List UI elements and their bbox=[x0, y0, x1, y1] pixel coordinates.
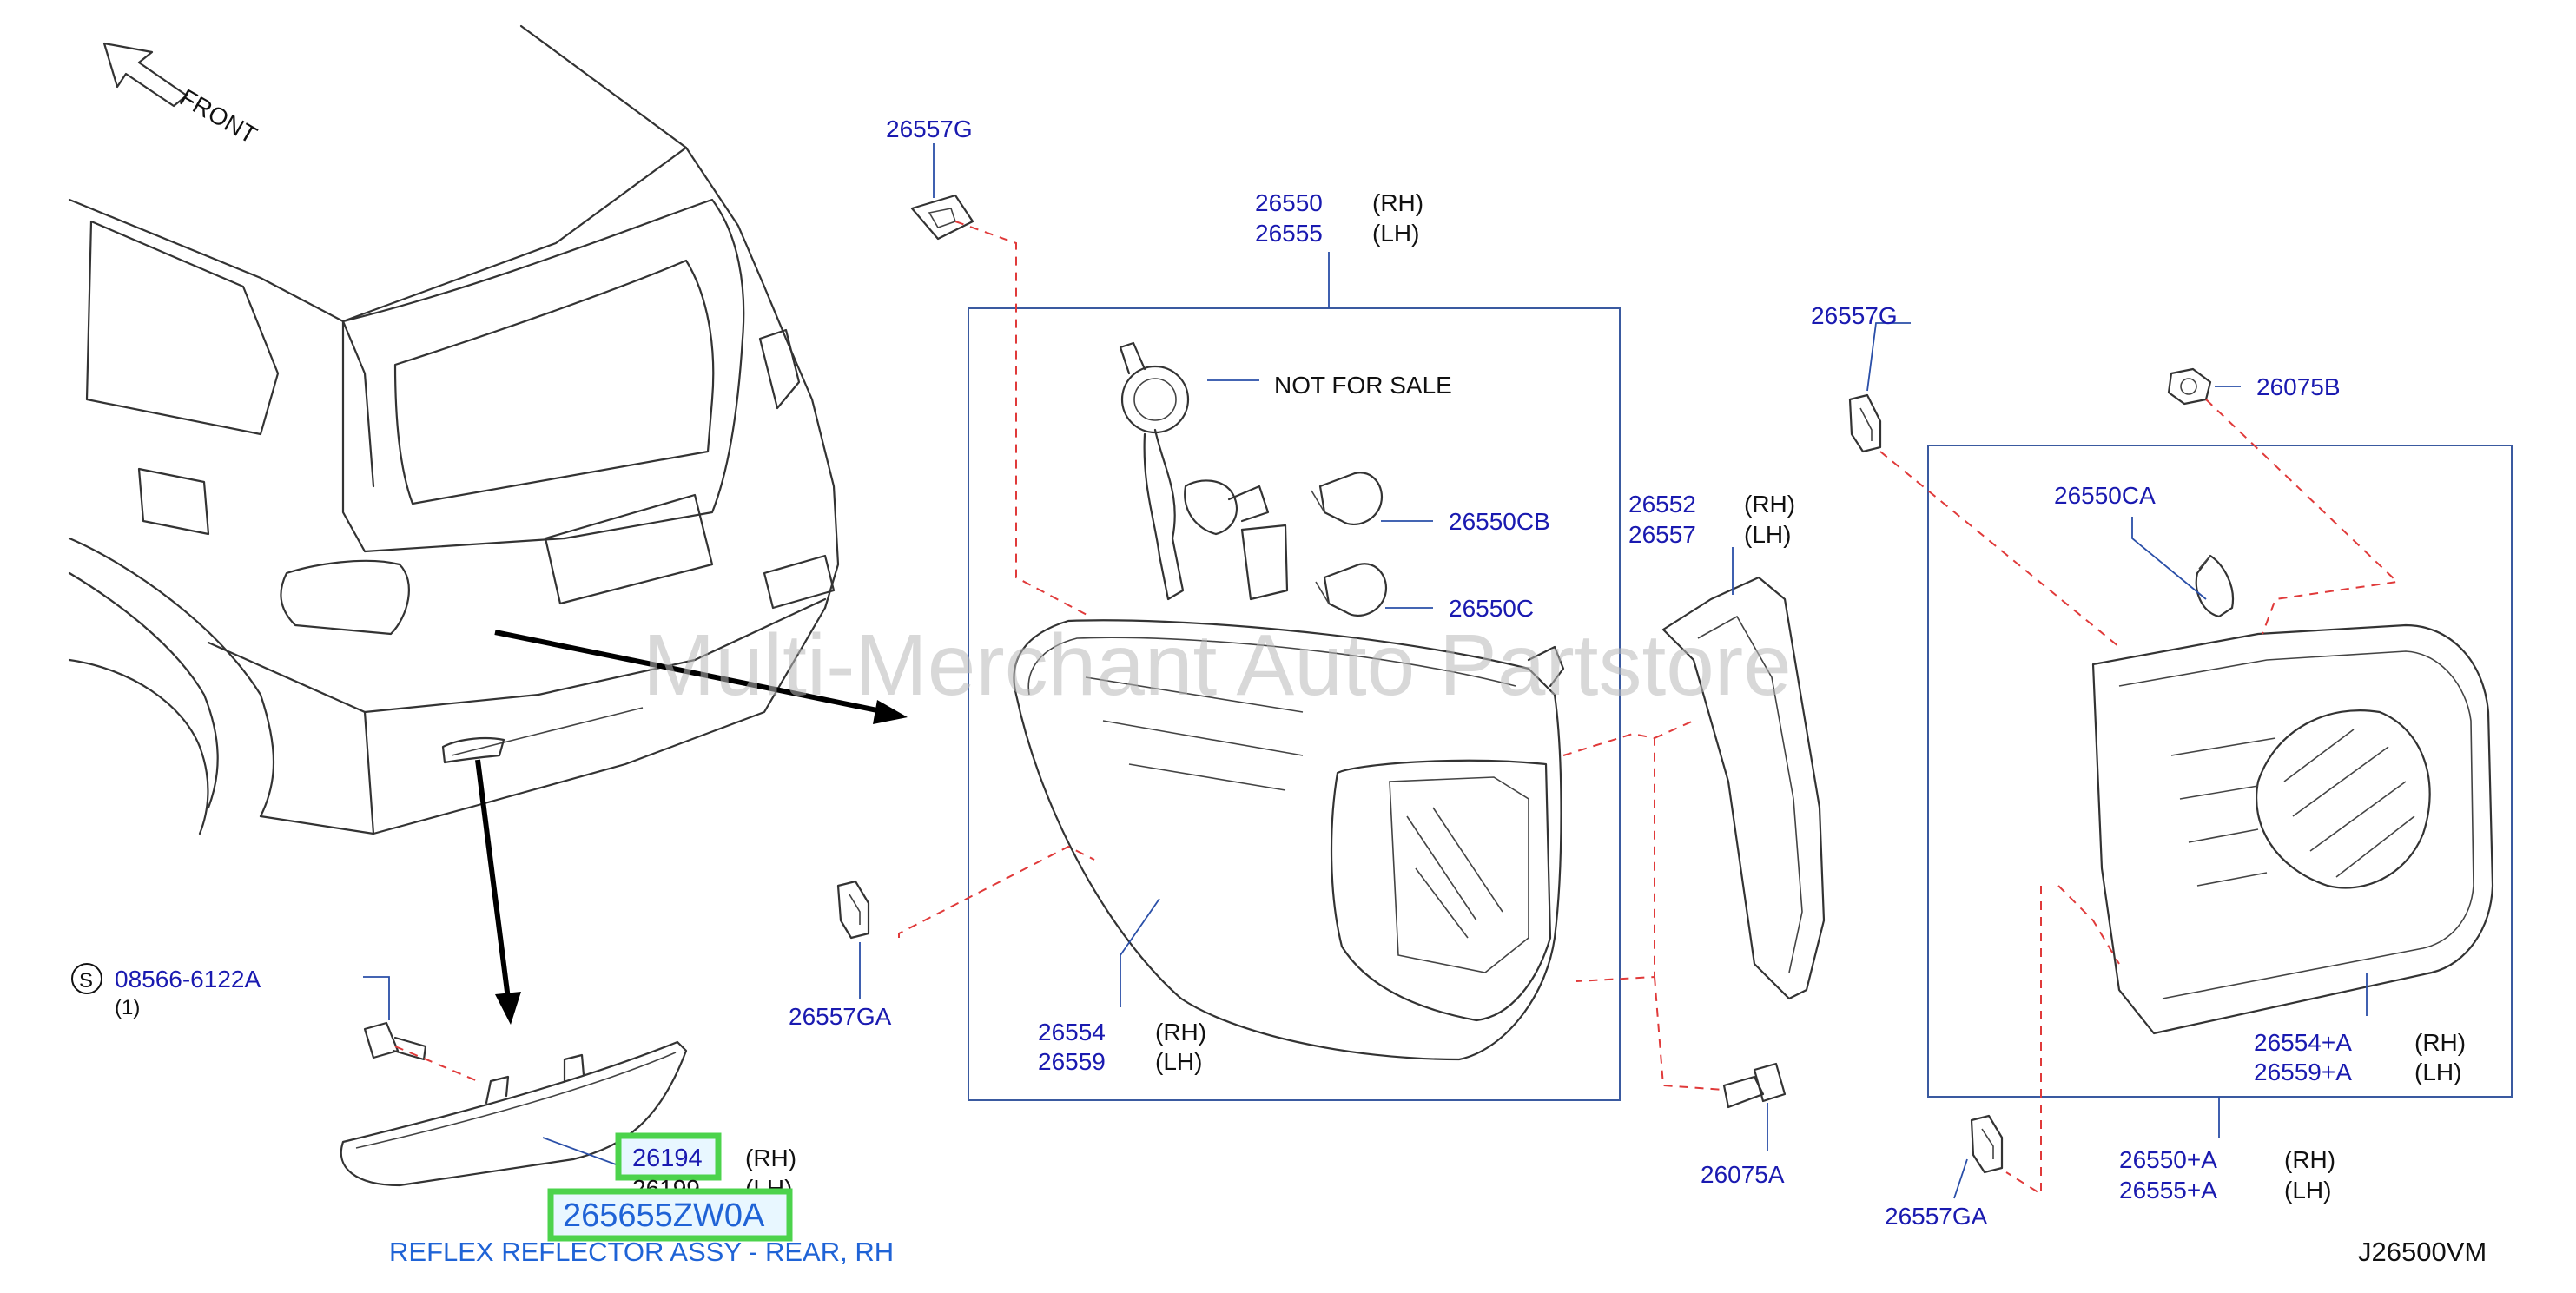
callout-26559A-lh: (LH) bbox=[2414, 1059, 2461, 1085]
highlighted-part-number[interactable]: 265655ZW0A bbox=[563, 1197, 765, 1234]
outer-lamp-group-box bbox=[968, 307, 1621, 1101]
clip-26075A[interactable] bbox=[1722, 1062, 1787, 1109]
bulb-26550C[interactable] bbox=[1315, 563, 1388, 617]
diagram-code: J26500VM bbox=[2358, 1237, 2487, 1267]
callout-26550A[interactable]: 26550+A bbox=[2119, 1146, 2217, 1173]
outer-rear-combination-lamp[interactable] bbox=[1013, 619, 1565, 1061]
grommet-26557GA-bottom[interactable] bbox=[1970, 1114, 2004, 1174]
callout-26557-lh: (LH) bbox=[1744, 521, 1791, 548]
callout-26550CB[interactable]: 26550CB bbox=[1449, 508, 1550, 535]
watermark: Multi-Merchant Auto Partstore bbox=[643, 617, 1792, 714]
bulb-26550CB[interactable] bbox=[1311, 472, 1384, 525]
bolt-symbol-circle-icon bbox=[71, 963, 102, 994]
callout-26557GA-left[interactable]: 26557GA bbox=[789, 1003, 892, 1030]
callout-26550A-rh: (RH) bbox=[2284, 1146, 2335, 1173]
callout-26194-rh: (RH) bbox=[745, 1145, 796, 1171]
callout-26555A[interactable]: 26555+A bbox=[2119, 1177, 2217, 1204]
inner-lamp-group-box bbox=[1927, 445, 2513, 1098]
callout-26557G-mid[interactable]: 26557G bbox=[1811, 302, 1898, 329]
callout-08566-6122A[interactable]: 08566-6122A bbox=[115, 966, 261, 993]
highlight-box-26194 bbox=[615, 1132, 722, 1181]
reflex-reflector-26194[interactable] bbox=[340, 1040, 688, 1187]
callout-26554A[interactable]: 26554+A bbox=[2254, 1029, 2352, 1056]
callout-26554-rh: (RH) bbox=[1155, 1019, 1206, 1046]
callout-26552[interactable]: 26552 bbox=[1628, 491, 1696, 518]
highlight-box-part-number bbox=[547, 1188, 793, 1242]
part-description: REFLEX REFLECTOR ASSY - REAR, RH bbox=[389, 1237, 894, 1267]
front-direction-indicator: FRONT bbox=[102, 42, 261, 148]
callout-26550CA[interactable]: 26550CA bbox=[2054, 482, 2156, 509]
callout-26554[interactable]: 26554 bbox=[1038, 1019, 1106, 1046]
callout-labels: 26557G 26550 (RH) 26555 (LH) NOT FOR SAL… bbox=[71, 115, 2487, 1267]
bolt-symbol: S bbox=[79, 969, 93, 993]
nut-26075B[interactable] bbox=[2167, 367, 2212, 406]
front-label: FRONT bbox=[175, 83, 261, 148]
callout-26557[interactable]: 26557 bbox=[1628, 521, 1696, 548]
bulb-26550CA[interactable] bbox=[2195, 554, 2235, 618]
screw-08566-6122A[interactable] bbox=[363, 1021, 427, 1061]
not-for-sale-label: NOT FOR SALE bbox=[1274, 372, 1452, 399]
grommet-26557G-mid[interactable] bbox=[1848, 393, 1882, 453]
front-arrow-icon bbox=[102, 42, 188, 108]
callout-bolt-qty: (1) bbox=[115, 996, 140, 1019]
callout-26559[interactable]: 26559 bbox=[1038, 1048, 1106, 1075]
leader-lines bbox=[363, 143, 2368, 1199]
assembly-dash-lines bbox=[394, 221, 2400, 1196]
grommet-26557GA-left[interactable] bbox=[836, 880, 870, 940]
callout-arrows bbox=[475, 630, 908, 1025]
callout-26555[interactable]: 26555 bbox=[1255, 220, 1323, 247]
vehicle-rear-drawing bbox=[68, 24, 840, 835]
callout-26557GA-bottom[interactable]: 26557GA bbox=[1885, 1203, 1988, 1230]
callout-26550C[interactable]: 26550C bbox=[1449, 595, 1534, 622]
callout-26194[interactable]: 26194 bbox=[632, 1145, 703, 1172]
callout-26555-lh: (LH) bbox=[1372, 220, 1419, 247]
callout-26075B[interactable]: 26075B bbox=[2256, 373, 2341, 400]
callout-26554A-rh: (RH) bbox=[2414, 1029, 2466, 1056]
grommet-26557G-top[interactable] bbox=[910, 194, 974, 241]
callout-26550-rh: (RH) bbox=[1372, 189, 1423, 216]
callout-26557G-top[interactable]: 26557G bbox=[886, 115, 973, 142]
callout-26559A[interactable]: 26559+A bbox=[2254, 1059, 2352, 1085]
inner-rear-combination-lamp[interactable] bbox=[2091, 623, 2494, 1035]
callout-26550[interactable]: 26550 bbox=[1255, 189, 1323, 216]
callout-26552-rh: (RH) bbox=[1744, 491, 1795, 518]
garnish-26552[interactable] bbox=[1661, 576, 1826, 1000]
callout-26559-lh: (LH) bbox=[1155, 1048, 1202, 1075]
callout-26555A-lh: (LH) bbox=[2284, 1177, 2331, 1204]
bulb-socket-harness[interactable] bbox=[1119, 341, 1289, 601]
callout-26075A[interactable]: 26075A bbox=[1701, 1161, 1785, 1188]
